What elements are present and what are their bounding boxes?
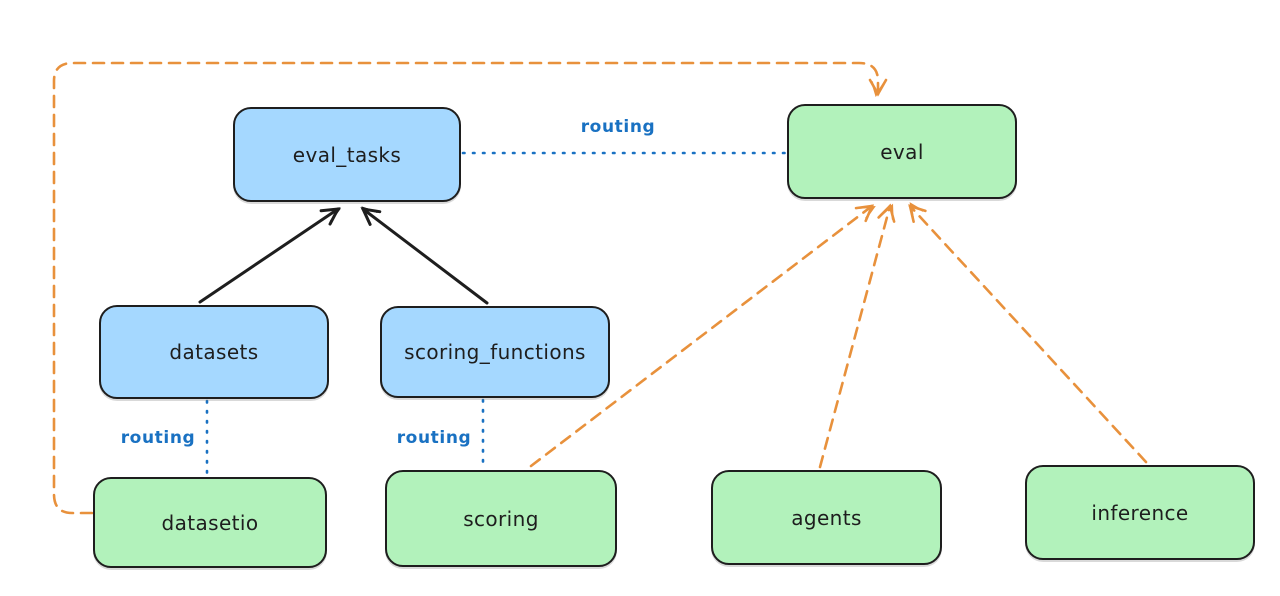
edge-datasets-to-eval-tasks: [198, 207, 342, 304]
edge-inference-to-eval: [908, 202, 1148, 464]
edge-agents-to-eval: [818, 203, 896, 469]
node-inference[interactable]: inference: [1025, 465, 1255, 560]
node-datasetio[interactable]: datasetio: [93, 477, 327, 568]
edge-scoring-functions-to-eval-tasks: [360, 206, 489, 305]
node-eval-tasks-label: eval_tasks: [292, 142, 402, 167]
routing-label-datasets-datasetio: routing: [120, 428, 196, 448]
node-inference-label: inference: [1091, 500, 1189, 525]
node-scoring[interactable]: scoring: [385, 470, 617, 567]
node-agents-label: agents: [791, 505, 862, 530]
node-eval-tasks[interactable]: eval_tasks: [233, 107, 461, 202]
routing-label-eval-tasks-eval: routing: [580, 117, 656, 137]
node-datasetio-label: datasetio: [161, 510, 259, 535]
node-datasets[interactable]: datasets: [99, 305, 329, 399]
node-eval-label: eval: [880, 139, 924, 164]
routing-label-scoring-functions-scoring: routing: [396, 428, 472, 448]
node-datasets-label: datasets: [169, 340, 259, 364]
node-agents[interactable]: agents: [711, 470, 942, 565]
node-eval[interactable]: eval: [787, 104, 1017, 199]
node-scoring-functions-label: scoring_functions: [404, 340, 586, 364]
node-scoring-functions[interactable]: scoring_functions: [380, 306, 610, 398]
node-scoring-label: scoring: [463, 506, 539, 531]
